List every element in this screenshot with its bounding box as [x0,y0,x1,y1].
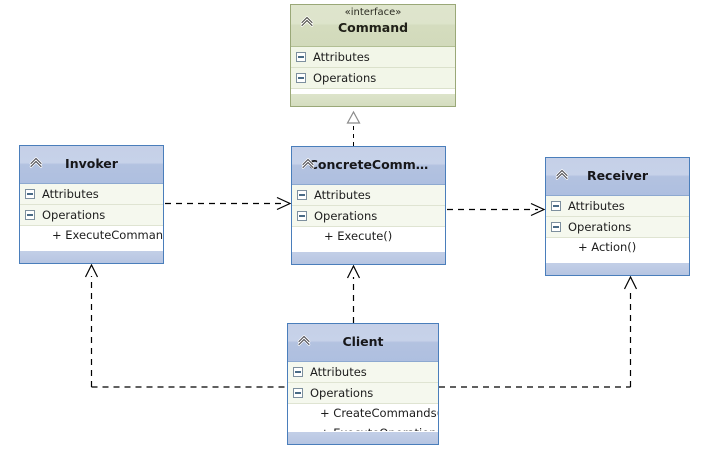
operation-item: + Execute() [292,227,445,247]
operation-item: + ExecuteCommand() [20,226,163,246]
edge-dependency-client-concretecommand [346,264,361,323]
class-header-concrete-command: ConcreteComm… [292,147,445,185]
operations-section-invoker[interactable]: Operations [20,205,163,226]
attributes-section-receiver[interactable]: Attributes [546,196,689,217]
minus-box-icon[interactable] [551,201,561,211]
attributes-label: Attributes [568,199,625,213]
operation-item: + CreateCommands() [288,404,438,424]
double-chevron-up-icon[interactable] [28,154,44,170]
attributes-label: Attributes [313,50,370,64]
minus-box-icon[interactable] [296,52,306,62]
attributes-section-concrete-command[interactable]: Attributes [292,185,445,206]
class-footer [20,250,163,263]
attributes-section-command[interactable]: Attributes [291,47,455,68]
class-footer [546,262,689,275]
operations-label: Operations [313,71,377,85]
minus-box-icon[interactable] [25,210,35,220]
class-title: Client [342,334,384,349]
attributes-label: Attributes [42,187,99,201]
operations-label: Operations [568,220,632,234]
minus-box-icon[interactable] [297,190,307,200]
attributes-section-client[interactable]: Attributes [288,362,438,383]
attributes-label: Attributes [310,365,367,379]
class-title: Command [337,20,409,35]
class-title: Receiver [586,168,649,183]
class-box-command[interactable]: «interface» Command Attributes Operation… [290,4,456,107]
class-header-client: Client [288,324,438,362]
minus-box-icon[interactable] [551,222,561,232]
minus-box-icon[interactable] [293,388,303,398]
attributes-label: Attributes [314,188,371,202]
class-box-client[interactable]: Client Attributes Operations + CreateCom… [287,323,439,445]
class-footer [292,251,445,264]
double-chevron-up-icon[interactable] [296,332,312,348]
operations-label: Operations [314,209,378,223]
class-header-command: «interface» Command [291,5,455,47]
class-title: ConcreteComm… [308,157,429,172]
edge-dependency-invoker-concretecommand [165,196,292,211]
edge-realization-concretecommand-command [346,110,361,146]
operation-item: + Action() [546,238,689,258]
minus-box-icon[interactable] [293,367,303,377]
edge-dependency-concretecommand-receiver [447,202,546,217]
minus-box-icon[interactable] [25,189,35,199]
operations-section-concrete-command[interactable]: Operations [292,206,445,227]
operations-section-command[interactable]: Operations [291,68,455,89]
class-stereotype: «interface» [344,7,402,18]
class-title: Invoker [65,156,118,171]
class-header-receiver: Receiver [546,158,689,196]
double-chevron-up-icon[interactable] [554,166,570,182]
minus-box-icon[interactable] [296,73,306,83]
operations-label: Operations [310,386,374,400]
edge-dependency-client-invoker [84,263,287,388]
class-header-invoker: Invoker [20,146,163,184]
edge-dependency-client-receiver [439,275,638,388]
operations-label: Operations [42,208,106,222]
attributes-section-invoker[interactable]: Attributes [20,184,163,205]
class-box-concrete-command[interactable]: ConcreteComm… Attributes Operations + Ex… [291,146,446,265]
class-box-invoker[interactable]: Invoker Attributes Operations + ExecuteC… [19,145,164,264]
minus-box-icon[interactable] [297,211,307,221]
class-footer [288,431,438,444]
class-footer [291,93,455,106]
class-box-receiver[interactable]: Receiver Attributes Operations + Action(… [545,157,690,276]
double-chevron-up-icon[interactable] [299,13,315,29]
double-chevron-up-icon[interactable] [300,155,316,171]
operations-section-client[interactable]: Operations [288,383,438,404]
operations-section-receiver[interactable]: Operations [546,217,689,238]
